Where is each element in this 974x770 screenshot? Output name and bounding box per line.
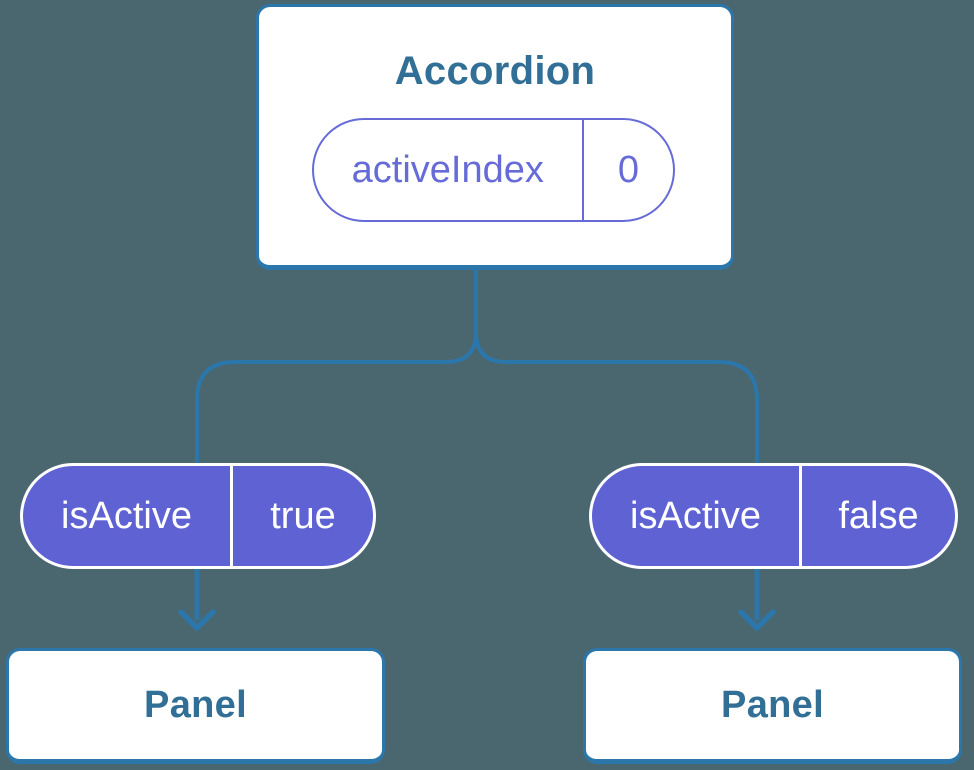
panel-node-title: Panel	[721, 683, 824, 726]
accordion-node-title: Accordion	[394, 49, 596, 93]
connector-right-branch	[474, 268, 759, 469]
arrow-down-icon	[178, 567, 216, 631]
state-pill-value: 0	[617, 148, 640, 191]
state-pill-label: activeIndex	[351, 148, 544, 191]
arrow-down-icon	[738, 567, 776, 631]
connector-left-branch	[195, 268, 478, 469]
prop-pill-value: false	[838, 494, 919, 537]
prop-pill-label: isActive	[630, 494, 761, 537]
prop-pill-label: isActive	[61, 494, 192, 537]
pill-divider	[799, 466, 802, 566]
panel-node-card-left: Panel	[6, 648, 385, 764]
accordion-node-card: Accordion activeIndex 0	[256, 4, 734, 270]
state-pill: activeIndex 0	[312, 118, 675, 222]
pill-divider	[230, 466, 233, 566]
panel-node-card-right: Panel	[583, 648, 962, 764]
prop-pill-isactive-false: isActive false	[589, 463, 958, 569]
pill-divider	[581, 120, 584, 220]
panel-node-title: Panel	[144, 683, 247, 726]
prop-pill-value: true	[270, 494, 336, 537]
prop-pill-isactive-true: isActive true	[20, 463, 376, 569]
